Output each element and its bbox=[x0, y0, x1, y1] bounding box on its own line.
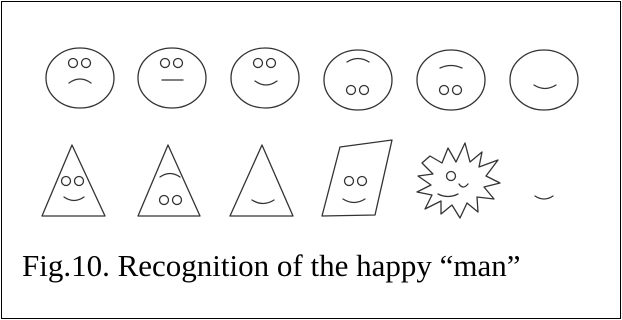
starburst-scrambled bbox=[417, 143, 500, 218]
face-smile-only bbox=[510, 50, 578, 110]
figure-caption: Fig.10. Recognition of the happy “man” bbox=[22, 248, 520, 284]
smile-alone bbox=[535, 196, 553, 199]
triangle-smile-only bbox=[230, 145, 293, 216]
face-frown bbox=[46, 48, 114, 108]
face-inverted-flat bbox=[417, 50, 485, 110]
triangle-face-inverted bbox=[138, 145, 200, 216]
face-inverted bbox=[324, 50, 392, 110]
triangle-face-smile bbox=[42, 145, 105, 216]
face-neutral bbox=[138, 48, 206, 108]
face-smile bbox=[231, 48, 299, 108]
parallelogram-face bbox=[322, 140, 392, 216]
